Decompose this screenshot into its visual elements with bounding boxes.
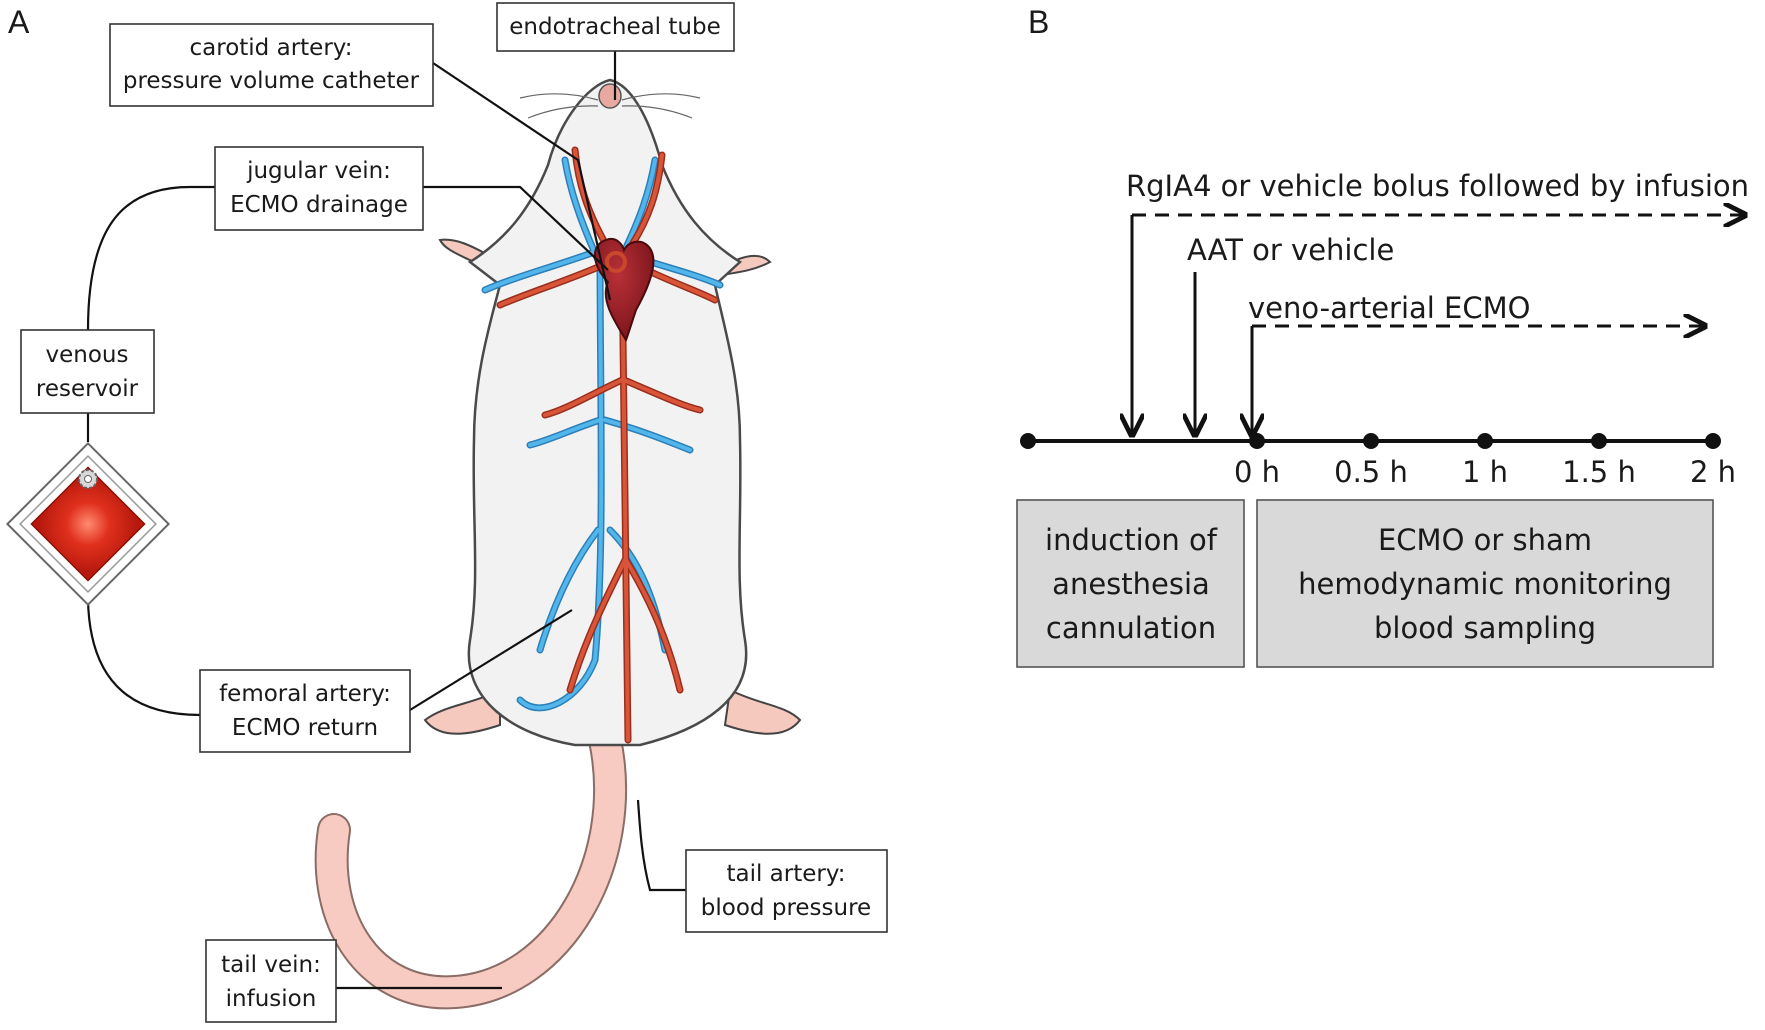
timeline-tick-dot	[1477, 433, 1493, 449]
ecmo-circuit	[86, 185, 215, 717]
timeline-ticks: 0 h 0.5 h 1 h 1.5 h 2 h	[1234, 433, 1736, 489]
svg-text:pressure volume catheter: pressure volume catheter	[123, 68, 420, 94]
svg-text:venous: venous	[46, 342, 129, 368]
label-venous-reservoir: venous reservoir	[20, 329, 155, 414]
svg-text:veno-arterial ECMO: veno-arterial ECMO	[1248, 291, 1530, 325]
label-carotid-artery: carotid artery: pressure volume catheter	[109, 23, 434, 107]
svg-text:induction of: induction of	[1045, 523, 1218, 557]
svg-text:blood sampling: blood sampling	[1374, 611, 1596, 645]
panel-label-a: A	[8, 4, 30, 40]
timeline-tick-label: 2 h	[1690, 455, 1736, 489]
timeline-tick-label: 1 h	[1462, 455, 1508, 489]
svg-text:tail vein:: tail vein:	[221, 952, 321, 978]
arrow-veno-arterial-ecmo: veno-arterial ECMO	[1248, 291, 1705, 435]
circuit-line-jugular-to-reservoir	[86, 185, 215, 331]
svg-text:cannulation: cannulation	[1046, 611, 1216, 645]
svg-text:ECMO or sham: ECMO or sham	[1378, 523, 1592, 557]
rat-illustration	[314, 78, 802, 1010]
svg-text:femoral artery:: femoral artery:	[219, 681, 391, 707]
timeline-start-dot	[1020, 433, 1036, 449]
label-tail-vein: tail vein: infusion	[205, 939, 337, 1023]
label-tail-artery: tail artery: blood pressure	[685, 849, 888, 933]
circuit-line-oxygenator-to-femoral	[86, 599, 201, 717]
svg-text:reservoir: reservoir	[36, 376, 139, 402]
svg-text:carotid artery:: carotid artery:	[190, 35, 353, 61]
timeline-tick-label: 1.5 h	[1562, 455, 1636, 489]
phase-box-ecmo-monitoring: ECMO or sham hemodynamic monitoring bloo…	[1256, 499, 1714, 668]
rat-body	[467, 78, 748, 747]
rat-hind-foot-right	[723, 688, 802, 735]
rat-heart	[594, 238, 655, 343]
svg-text:tail artery:: tail artery:	[726, 861, 845, 887]
svg-text:infusion: infusion	[226, 986, 317, 1012]
timeline-tick-label: 0.5 h	[1334, 455, 1408, 489]
timeline-tick-dot	[1363, 433, 1379, 449]
timeline-tick-dot	[1591, 433, 1607, 449]
arrow-rglA4-bolus: RgIA4 or vehicle bolus followed by infus…	[1126, 169, 1749, 435]
rat-nose	[598, 83, 622, 109]
label-jugular-vein: jugular vein: ECMO drainage	[214, 146, 424, 231]
timeline-tick-label: 0 h	[1234, 455, 1280, 489]
svg-text:anesthesia: anesthesia	[1052, 567, 1210, 601]
svg-text:jugular vein:: jugular vein:	[246, 158, 391, 184]
svg-text:endotracheal tube: endotracheal tube	[509, 14, 720, 40]
timeline-tick-dot	[1249, 433, 1265, 449]
svg-text:ECMO drainage: ECMO drainage	[230, 192, 408, 218]
svg-text:blood pressure: blood pressure	[701, 895, 871, 921]
rat-aortic-arch	[605, 251, 627, 273]
rat-hind-foot-left	[423, 688, 501, 735]
leader-lines	[336, 51, 686, 990]
svg-text:AAT or vehicle: AAT or vehicle	[1187, 233, 1394, 267]
phase-box-anesthesia: induction of anesthesia cannulation	[1016, 499, 1245, 668]
arrow-aat: AAT or vehicle	[1187, 233, 1394, 435]
timeline-tick-dot	[1705, 433, 1721, 449]
label-endotracheal-tube: endotracheal tube	[496, 2, 735, 52]
label-femoral-artery: femoral artery: ECMO return	[199, 669, 411, 753]
rat-front-paw-right	[720, 254, 772, 277]
svg-text:hemodynamic monitoring: hemodynamic monitoring	[1298, 567, 1672, 601]
rat-whiskers	[519, 93, 701, 119]
oxygenator-pump	[5, 441, 171, 607]
svg-text:RgIA4 or vehicle bolus followe: RgIA4 or vehicle bolus followed by infus…	[1126, 169, 1749, 203]
panel-label-b: B	[1028, 4, 1049, 40]
svg-text:ECMO return: ECMO return	[232, 715, 378, 741]
